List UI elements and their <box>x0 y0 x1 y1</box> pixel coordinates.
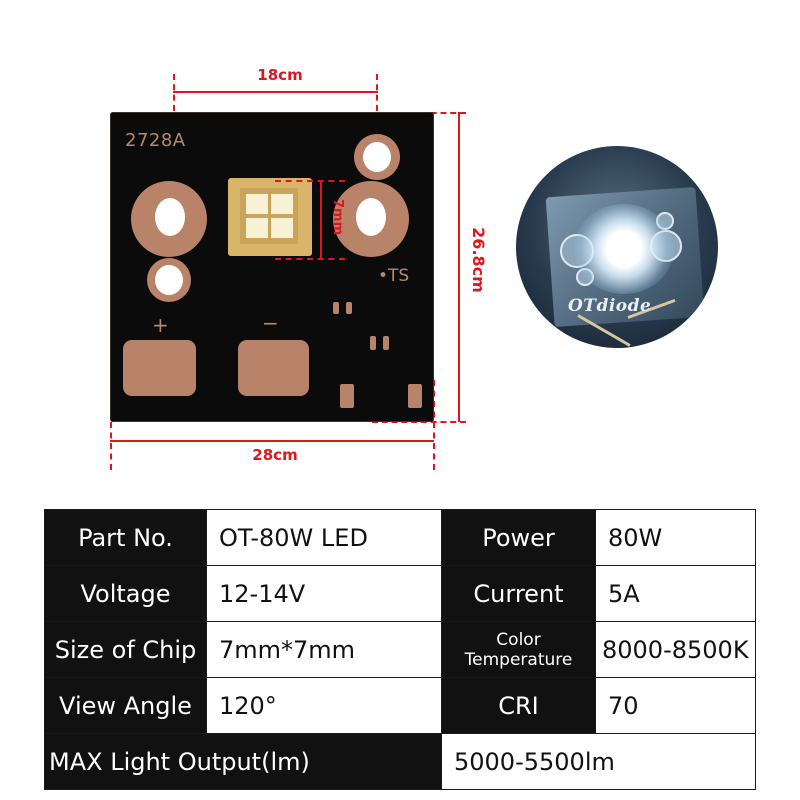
spec-label: Current <box>441 565 596 622</box>
mounting-hole-right-center <box>356 198 386 236</box>
board-height-guide-line <box>458 112 460 422</box>
spec-table: Part No. OT-80W LED Power 80W Voltage 12… <box>44 509 756 790</box>
board-width-guide-left <box>110 380 112 470</box>
spec-label-text: MAX Light Output(lm) <box>49 747 310 776</box>
spec-label: Color Temperature <box>441 621 596 678</box>
spec-value: 5A <box>595 565 756 622</box>
spec-label-line: Color <box>496 629 541 650</box>
chip-height-guide-bottom <box>275 258 345 260</box>
mounting-hole-left-center <box>155 198 185 236</box>
spec-value: 7mm*7mm <box>206 621 442 678</box>
spec-label: Voltage <box>44 565 207 622</box>
ts-pad <box>333 302 339 314</box>
small-hole-top-center <box>363 142 391 172</box>
spec-label: MAX Light Output(lm) <box>44 733 442 790</box>
spec-value: 12-14V <box>206 565 442 622</box>
spec-label-line: Temperature <box>464 649 573 670</box>
small-hole-left-center <box>155 265 183 295</box>
chip-height-guide-top <box>275 180 345 182</box>
led-die <box>246 218 268 238</box>
led-die <box>271 218 293 238</box>
chip-height-dimension: 7mm <box>330 199 345 236</box>
led-photo <box>516 146 718 348</box>
photo-brand-logo: OTdiode <box>568 296 652 316</box>
spec-row: Voltage 12-14V Current 5A <box>44 565 756 622</box>
chip-width-guide-line <box>173 91 378 93</box>
led-light-glow <box>574 204 674 294</box>
ts-pad <box>370 336 376 350</box>
spec-value: OT-80W LED <box>206 509 442 566</box>
spec-row: Part No. OT-80W LED Power 80W <box>44 509 756 566</box>
board-code: 2728A <box>125 130 186 151</box>
board-width-guide-right <box>433 380 435 470</box>
spec-value: 8000-8500K <box>595 621 756 678</box>
chip-width-dimension: 18cm <box>257 66 303 84</box>
ts-pad <box>408 384 422 408</box>
spec-label: Size of Chip <box>44 621 207 678</box>
led-die <box>246 194 268 214</box>
spec-label: CRI <box>441 677 596 734</box>
ts-pad <box>340 384 354 408</box>
board-width-dimension: 28cm <box>252 446 298 464</box>
positive-pad <box>123 340 196 396</box>
led-die <box>271 194 293 214</box>
plus-label: + <box>152 313 169 337</box>
chip-height-guide-line <box>320 180 322 258</box>
spec-label: View Angle <box>44 677 207 734</box>
spec-row: Size of Chip 7mm*7mm Color Temperature 8… <box>44 621 756 678</box>
spec-label: Part No. <box>44 509 207 566</box>
negative-pad <box>238 340 309 396</box>
board-height-guide-bottom <box>372 421 466 423</box>
ts-pad <box>346 302 352 314</box>
board-width-guide-line <box>110 440 434 442</box>
board-height-dimension: 26.8cm <box>469 227 488 293</box>
spec-row: View Angle 120° CRI 70 <box>44 677 756 734</box>
spec-row: MAX Light Output(lm) 5000-5500lm <box>44 733 756 790</box>
spec-value: 80W <box>595 509 756 566</box>
spec-label: Power <box>441 509 596 566</box>
spec-value: 120° <box>206 677 442 734</box>
spec-value: 70 <box>595 677 756 734</box>
ts-label: •TS <box>378 266 410 286</box>
minus-label: − <box>262 311 279 335</box>
spec-value: 5000-5500lm <box>441 733 756 790</box>
ts-pad <box>383 336 389 350</box>
